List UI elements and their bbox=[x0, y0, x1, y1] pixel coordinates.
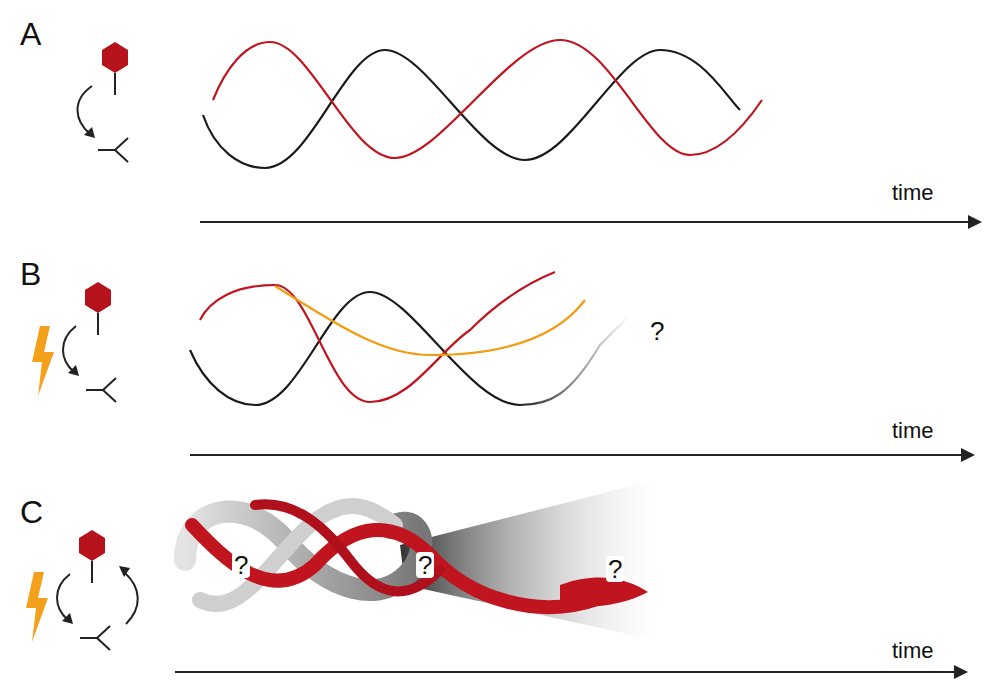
phage-curve bbox=[200, 272, 555, 402]
host-curve bbox=[203, 50, 740, 168]
axis-label: time bbox=[892, 420, 934, 442]
arrow-head bbox=[62, 613, 73, 624]
phage-ribbon bbox=[255, 504, 440, 591]
stress-curve bbox=[275, 286, 585, 355]
receptor-icon bbox=[80, 626, 110, 650]
lightning-bolt bbox=[32, 326, 54, 396]
curved-arrow bbox=[57, 574, 70, 620]
receptor-icon bbox=[98, 138, 128, 162]
receptor-icon bbox=[86, 378, 116, 402]
arrow-head bbox=[68, 365, 79, 376]
question-mark: ? bbox=[416, 552, 434, 578]
panel-letter: B bbox=[20, 258, 41, 290]
host-curve-fading bbox=[520, 315, 630, 405]
axis-label: time bbox=[892, 640, 934, 662]
time-axis bbox=[175, 671, 958, 673]
axis-label: time bbox=[892, 182, 934, 204]
question-mark: ? bbox=[606, 556, 624, 582]
arrow-head bbox=[119, 566, 130, 577]
phage-curve bbox=[213, 40, 762, 158]
lightning-bolt bbox=[26, 572, 48, 642]
curved-arrow bbox=[124, 572, 138, 624]
curved-arrow bbox=[63, 326, 76, 372]
arrow-head bbox=[954, 665, 968, 679]
arrow-head bbox=[84, 127, 95, 138]
arrow-head bbox=[961, 448, 975, 462]
arrow-head bbox=[968, 215, 982, 229]
question-mark: ? bbox=[648, 318, 666, 344]
phage-icon bbox=[79, 530, 105, 583]
phage-icon bbox=[102, 42, 128, 95]
phage-icon bbox=[85, 282, 111, 335]
time-axis bbox=[190, 454, 965, 456]
panel-letter: C bbox=[20, 496, 43, 528]
time-axis bbox=[200, 221, 972, 223]
curved-arrow bbox=[78, 86, 93, 134]
question-mark: ? bbox=[232, 552, 250, 578]
panel-letter: A bbox=[20, 18, 41, 50]
host-curve bbox=[190, 292, 520, 405]
phage-ribbon-tip bbox=[560, 577, 648, 606]
